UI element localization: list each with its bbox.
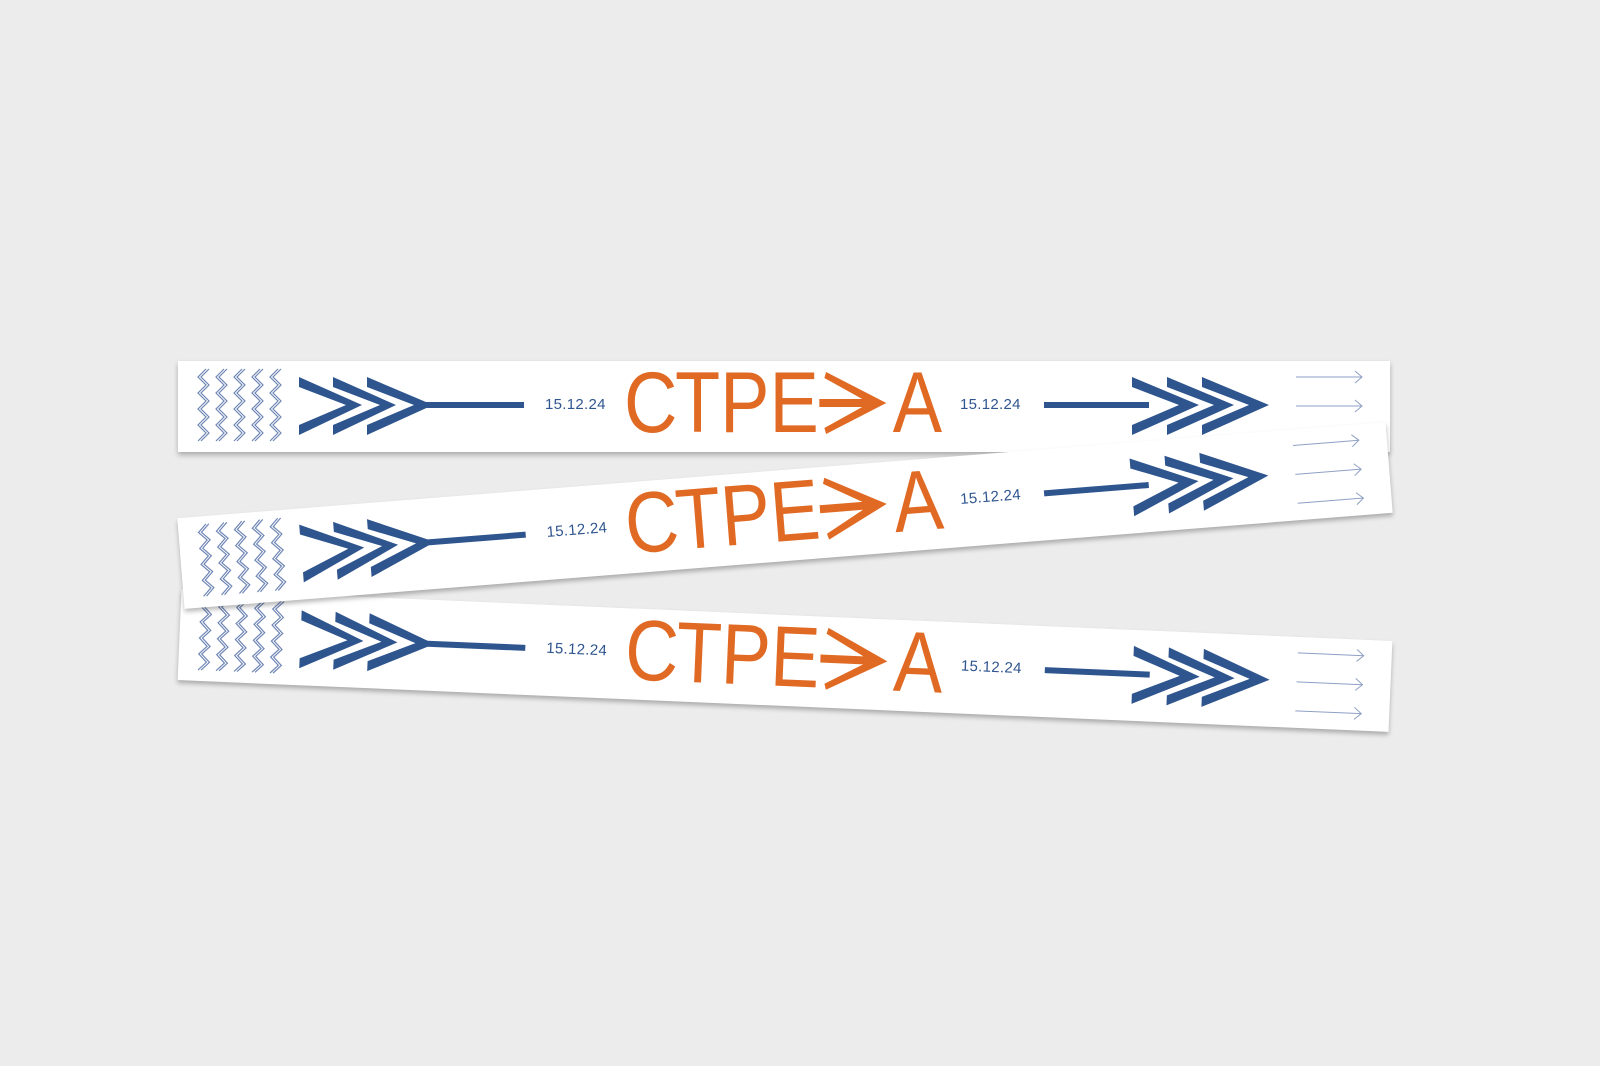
wristband: 15.12.24 СТРЕ А 15.12.24 [177,589,1393,732]
band-graphics [197,434,1365,597]
wristband: 15.12.24 СТРЕ А 15.12.24 [178,355,1390,452]
wristband: 15.12.24 СТРЕ А 15.12.24 [177,422,1393,609]
band-graphics [197,597,1365,720]
chevrons-left-icon [299,377,524,435]
chevrons-right-icon [1043,452,1269,517]
logo-right-text: А [891,613,946,712]
thin-arrows-icon [1295,649,1365,720]
zigzag-pattern-icon [197,597,285,674]
chevrons-left-icon [299,610,526,672]
chevrons-right-icon [1044,645,1270,707]
logo: СТРЕ А [623,602,946,712]
logo-arrow-icon [818,372,886,434]
logo-arrow-icon [819,477,887,540]
date-right: 15.12.24 [960,657,1023,678]
logo-left-text: СТРЕ [624,355,819,451]
logo-left-text: СТРЕ [623,602,822,707]
logo: СТРЕ А [624,355,943,451]
logo-right-text: А [892,355,943,451]
zigzag-pattern-icon [197,368,282,442]
date-left: 15.12.24 [545,639,608,660]
thin-arrows-icon [1293,434,1365,505]
logo-left-text: СТРЕ [621,461,824,573]
date-right: 15.12.24 [960,396,1021,413]
date-left: 15.12.24 [545,396,606,413]
zigzag-pattern-icon [197,517,287,597]
logo-arrow-icon [819,627,887,690]
logo: СТРЕ А [621,451,947,573]
chevrons-right-icon [1044,377,1269,435]
chevrons-left-icon [299,519,526,583]
logo-right-text: А [889,451,947,552]
